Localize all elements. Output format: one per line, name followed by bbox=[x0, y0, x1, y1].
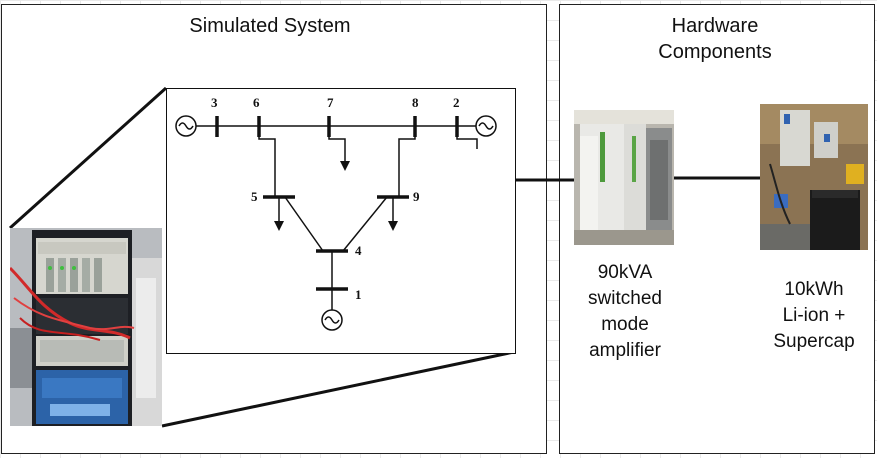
bus-4-label: 4 bbox=[355, 243, 362, 258]
battery-label-line1: 10kWh bbox=[784, 279, 844, 300]
nine-bus-svg: 3 6 7 8 2 5 9 4 1 bbox=[175, 95, 497, 331]
bus-9-label: 9 bbox=[413, 189, 420, 204]
generator-3-icon bbox=[175, 115, 197, 137]
bus-8-label: 8 bbox=[412, 95, 419, 110]
amplifier-photo bbox=[574, 110, 674, 245]
rtds-rack-photo bbox=[10, 228, 162, 426]
battery-label-line3: Supercap bbox=[773, 331, 855, 352]
battery-photo bbox=[760, 104, 868, 250]
bus-6-label: 6 bbox=[253, 95, 260, 110]
amplifier-label-line2: switched bbox=[588, 288, 662, 309]
bus-1-label: 1 bbox=[355, 287, 362, 302]
hardware-components-title-line2: Components bbox=[658, 41, 772, 63]
simulated-system-title: Simulated System bbox=[189, 15, 351, 37]
amplifier-label-line3: mode bbox=[601, 314, 649, 335]
bus-3-label: 3 bbox=[211, 95, 218, 110]
amplifier-label-line4: amplifier bbox=[589, 340, 661, 361]
battery-label-line2: Li-ion + bbox=[782, 305, 846, 326]
zoom-line-top bbox=[8, 86, 168, 230]
bus-7-label: 7 bbox=[327, 95, 334, 110]
generator-1-icon bbox=[321, 309, 343, 331]
generator-2-icon bbox=[475, 115, 497, 137]
zoom-line-bottom bbox=[161, 350, 515, 428]
bus-5-label: 5 bbox=[251, 189, 258, 204]
nine-bus-diagram: 3 6 7 8 2 5 9 4 1 bbox=[166, 88, 516, 354]
bus-2-label: 2 bbox=[453, 95, 460, 110]
hardware-components-title-line1: Hardware bbox=[671, 15, 759, 37]
amplifier-label-line1: 90kVA bbox=[597, 262, 653, 283]
